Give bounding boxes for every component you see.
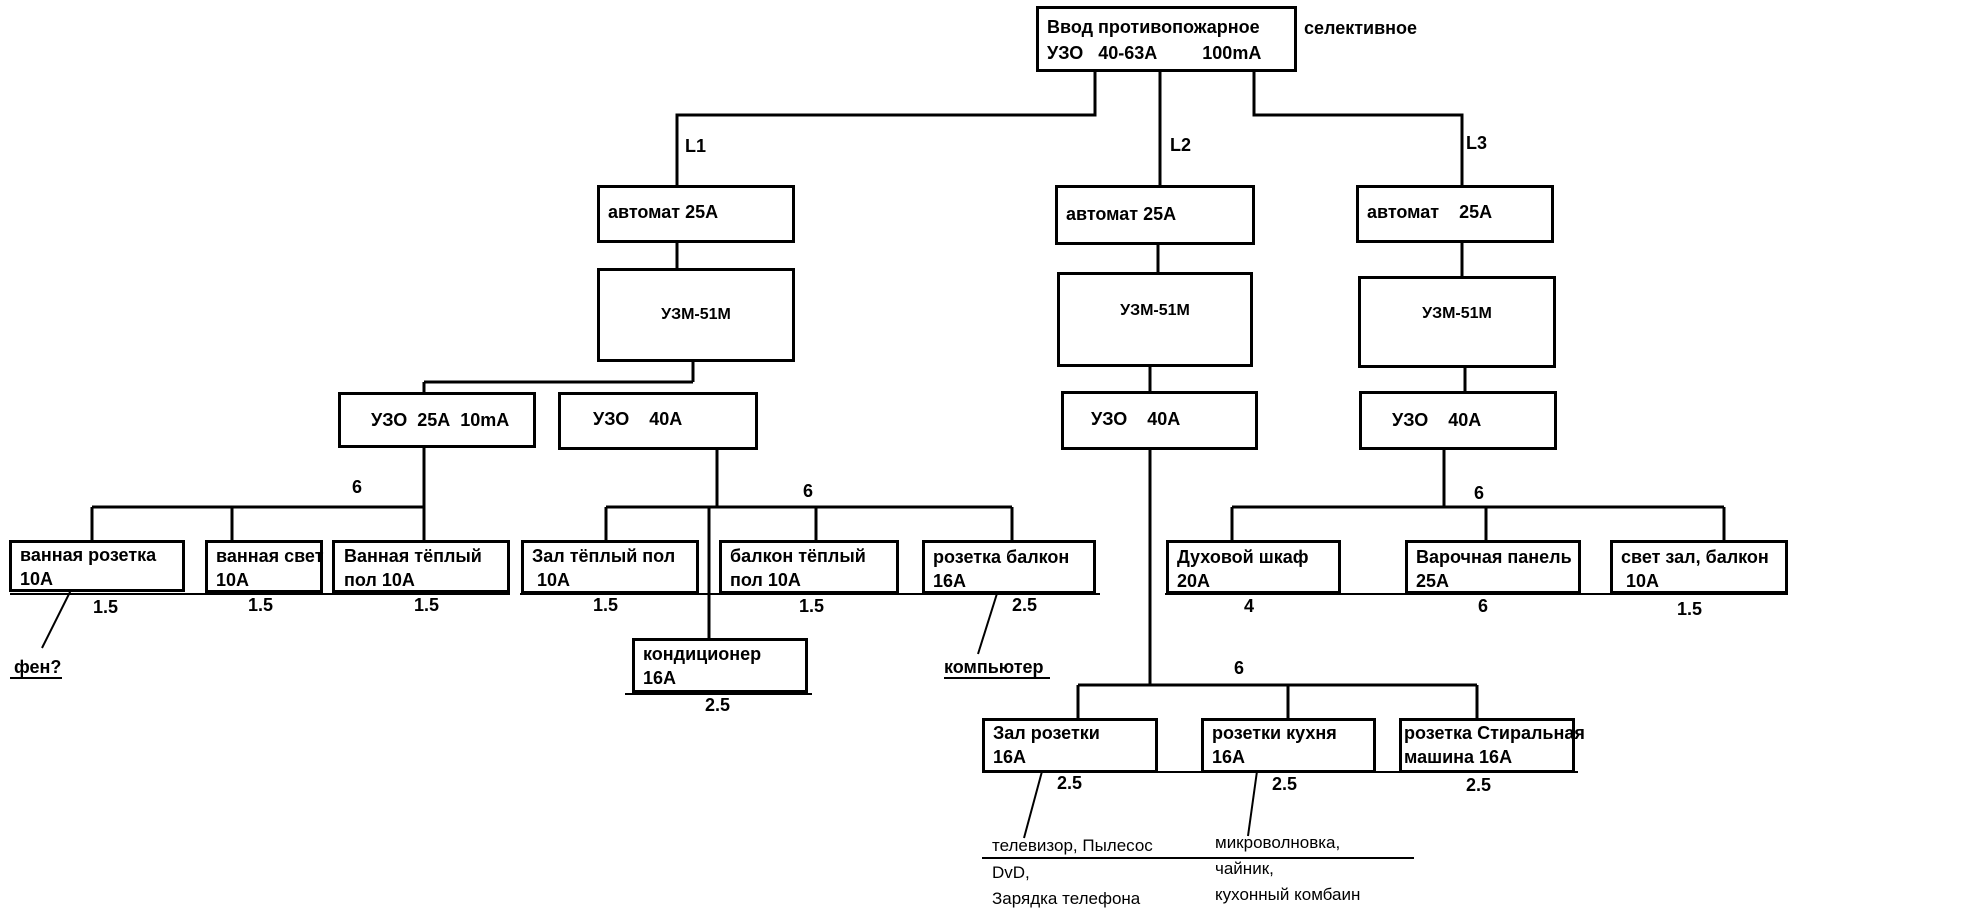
note-dvd: DvD, xyxy=(992,863,1030,882)
note-kettle: чайник, xyxy=(1215,859,1274,878)
l3-cable-light: 1.5 xyxy=(1677,599,1703,619)
pointer-tv xyxy=(1023,763,1045,839)
l1-cable-balcony-socket: 2.5 xyxy=(1012,595,1038,615)
l2-circuit-kitchen-sockets-label: розетки кухня 16А xyxy=(1212,723,1337,767)
wire-l3 xyxy=(1252,70,1464,187)
l1-breaker-label: автомат 25А xyxy=(608,202,719,222)
l3-circuit-light: свет зал, балкон 10А xyxy=(1610,540,1788,594)
l1-cable-balcony-floor: 1.5 xyxy=(799,596,825,616)
l1-cable-bath-socket: 1.5 xyxy=(93,597,119,617)
l3-breaker-label: автомат 25А xyxy=(1367,202,1493,222)
l2-relay-box: УЗМ-51М xyxy=(1057,272,1253,367)
l1-circuit-bath-socket: ванная розетка 10А xyxy=(9,540,185,592)
l3-circuit-hob: Варочная панель 25А xyxy=(1405,540,1581,594)
note-computer: компьютер xyxy=(944,657,1044,677)
l3-rcd-label: УЗО 40А xyxy=(1392,410,1482,430)
l2-cable-kitchen-sockets: 2.5 xyxy=(1272,774,1298,794)
phase-l1-label: L1 xyxy=(685,136,707,156)
l1-circuit-aircon-label: кондиционер 16А xyxy=(643,644,762,688)
l1-circuit-balcony-floor-label: балкон тёплый пол 10А xyxy=(730,546,866,590)
main-input-rcd-box: Ввод противопожарное УЗО 40-63А 100mA xyxy=(1036,6,1297,72)
l3-rcd-box: УЗО 40А xyxy=(1359,391,1557,450)
note-phone-charger: Зарядка телефона xyxy=(992,889,1141,908)
l2-relay-label: УЗМ-51М xyxy=(1120,302,1190,320)
l1-circuit-bath-light-label: ванная свет 10А xyxy=(216,546,324,590)
l1-circuit-hall-floor-label: Зал тёплый пол 10А xyxy=(532,546,676,590)
l2-circuit-hall-sockets: Зал розетки 16А xyxy=(982,718,1158,773)
l1-circuit-aircon: кондиционер 16А xyxy=(632,638,808,693)
phase-l2-label: L2 xyxy=(1170,135,1192,155)
note-hairdryer: фен? xyxy=(14,657,62,677)
l1-cable-aircon: 2.5 xyxy=(705,695,731,715)
l3-cable-oven: 4 xyxy=(1244,596,1255,616)
phase-l3-label: L3 xyxy=(1466,133,1488,153)
l1-circuit-hall-floor: Зал тёплый пол 10А xyxy=(521,540,699,594)
pointer-kitchen xyxy=(1247,763,1259,837)
main-input-line1: Ввод противопожарное xyxy=(1047,17,1260,37)
l3-relay-box: УЗМ-51М xyxy=(1358,276,1556,368)
l2-circuit-hall-sockets-label: Зал розетки 16А xyxy=(993,723,1100,767)
l1-circuit-bath-floor-label: Ванная тёплый пол 10А xyxy=(344,546,482,590)
wire-l1 xyxy=(675,70,1097,187)
l1-cable-bath-light: 1.5 xyxy=(248,595,274,615)
l1-circuit-balcony-socket-label: розетка балкон 16А xyxy=(933,547,1070,591)
note-food-processor: кухонный комбаин xyxy=(1215,885,1361,904)
l1-rcd-b-box: УЗО 40А xyxy=(558,392,758,450)
l2-circuit-kitchen-sockets: розетки кухня 16А xyxy=(1201,718,1376,773)
l1-circuit-balcony-floor: балкон тёплый пол 10А xyxy=(719,540,899,594)
l3-circuit-oven-label: Духовой шкаф 20А xyxy=(1177,547,1309,591)
l3-relay-label: УЗМ-51М xyxy=(1422,305,1492,323)
l1-rcd-a-box: УЗО 25А 10mA xyxy=(338,392,536,448)
note-tv-vacuum: телевизор, Пылесос xyxy=(992,836,1153,855)
l2-breaker-label: автомат 25А xyxy=(1066,204,1177,224)
l2-rcd-label: УЗО 40А xyxy=(1091,409,1181,429)
selective-note: селективное xyxy=(1304,18,1418,38)
l3-breaker-box: автомат 25А xyxy=(1356,185,1554,243)
l1-circuit-bath-light: ванная свет 10А xyxy=(205,540,324,593)
l1-circuit-balcony-socket: розетка балкон 16А xyxy=(922,540,1096,594)
l1-circuit-bath-floor: Ванная тёплый пол 10А xyxy=(332,540,510,593)
l3-wire-size: 6 xyxy=(1474,483,1485,503)
l1-cable-bath-floor: 1.5 xyxy=(414,595,440,615)
pointer-computer xyxy=(977,583,1001,655)
note-microwave: микроволновка, xyxy=(1215,833,1341,852)
l3-circuit-hob-label: Варочная панель 25А xyxy=(1416,547,1572,591)
l3-circuit-light-label: свет зал, балкон 10А xyxy=(1621,547,1769,591)
l2-rcd-box: УЗО 40А xyxy=(1061,391,1258,450)
l1-relay-box: УЗМ-51М xyxy=(597,268,795,362)
l3-cable-hob: 6 xyxy=(1478,596,1489,616)
main-input-line2: УЗО 40-63А 100mA xyxy=(1047,43,1262,63)
l1-breaker-box: автомат 25А xyxy=(597,185,795,243)
l2-wire-size: 6 xyxy=(1234,658,1245,678)
l3-circuit-oven: Духовой шкаф 20А xyxy=(1166,540,1341,594)
l2-cable-washer: 2.5 xyxy=(1466,775,1492,795)
l2-circuit-washer-label: розетка Стиральная машина 16А xyxy=(1404,723,1585,767)
l1-wire-a-size: 6 xyxy=(352,477,363,497)
l1-rcd-a-label: УЗО 25А 10mA xyxy=(371,410,510,430)
l1-wire-b-size: 6 xyxy=(803,481,814,501)
l2-circuit-washer: розетка Стиральная машина 16А xyxy=(1399,718,1585,773)
l2-breaker-box: автомат 25А xyxy=(1055,185,1255,245)
l1-relay-label: УЗМ-51М xyxy=(661,306,731,323)
l2-cable-hall-sockets: 2.5 xyxy=(1057,773,1083,793)
l1-rcd-b-label: УЗО 40А xyxy=(593,409,683,429)
l1-circuit-bath-socket-label: ванная розетка 10А xyxy=(20,545,157,589)
l1-cable-hall-floor: 1.5 xyxy=(593,595,619,615)
